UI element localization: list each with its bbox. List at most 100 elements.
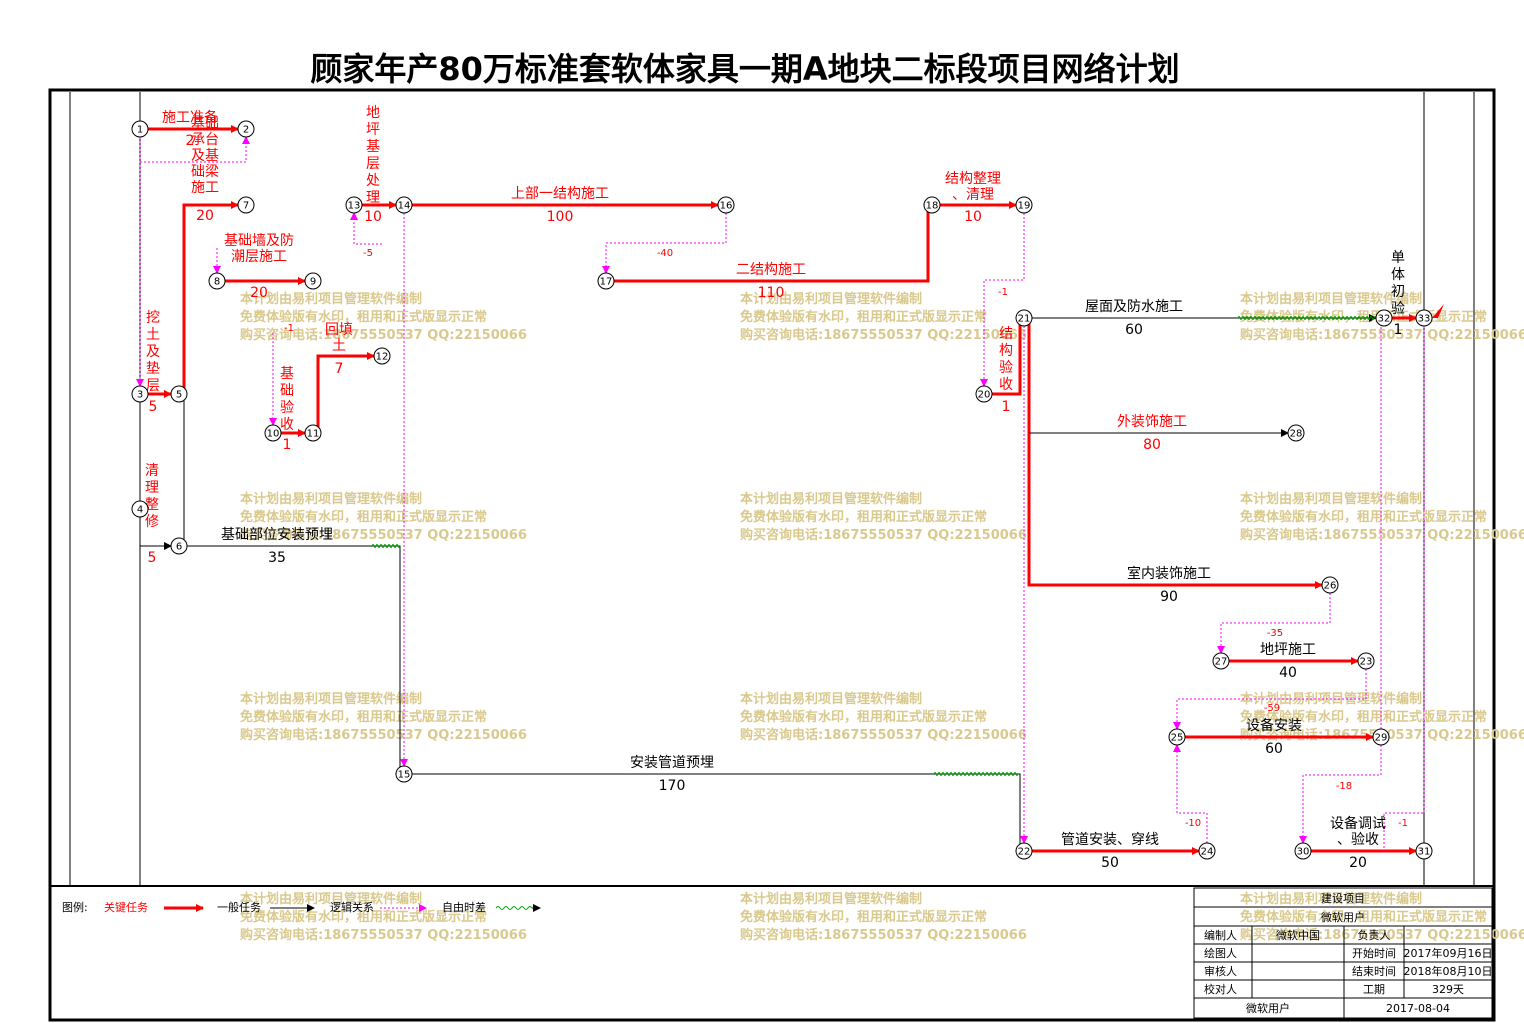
node-circle xyxy=(304,424,322,442)
watermark-text: 购买咨询电话:18675550537 QQ:22150066 xyxy=(240,927,527,943)
end-flag-icon xyxy=(1432,304,1444,318)
task-name: 、清理 xyxy=(952,187,994,203)
node-number: 2 xyxy=(243,125,249,136)
node-number: 18 xyxy=(926,201,939,212)
info-compiler-value: 微软中国 xyxy=(1276,928,1320,942)
task-duration: 2 xyxy=(186,133,195,149)
page-title: 顾家年产80万标准套软体家具一期A地块二标段项目网络计划 xyxy=(310,50,1179,88)
task-duration: 10 xyxy=(964,209,982,225)
node-circle xyxy=(1168,728,1186,746)
watermark-text: 本计划由易利项目管理软件编制 xyxy=(240,291,422,307)
task-duration: 40 xyxy=(1279,665,1297,681)
node-29: 29 xyxy=(1372,728,1390,746)
node-21: 21 xyxy=(1015,309,1033,327)
task-name: 基础 xyxy=(191,115,219,132)
watermark-text: 本计划由易利项目管理软件编制 xyxy=(240,491,422,507)
watermark-text: 免费体验版有水印，租用和正式版显示正常 xyxy=(1240,909,1487,925)
task-name: 设备安装 xyxy=(1246,717,1302,734)
task-name: 体 xyxy=(1391,267,1405,283)
normal-arrow xyxy=(179,394,185,547)
watermark-text: 购买咨询电话:18675550537 QQ:22150066 xyxy=(240,527,527,543)
task-name: 承台 xyxy=(191,132,219,148)
logic-link xyxy=(1173,744,1208,851)
task-name: 施工 xyxy=(191,180,219,196)
info-footer-date: 2017-08-04 xyxy=(1386,1002,1450,1015)
node-circle xyxy=(131,500,149,518)
task-name: 础梁 xyxy=(191,164,219,180)
node-circle xyxy=(923,196,941,214)
task-name: 垫 xyxy=(146,361,160,377)
watermark-text: 本计划由易利项目管理软件编制 xyxy=(1240,491,1422,507)
watermark-text: 免费体验版有水印，租用和正式版显示正常 xyxy=(1240,709,1487,725)
node-number: 26 xyxy=(1324,581,1337,592)
logic-link xyxy=(1299,737,1382,844)
node-circle xyxy=(597,272,615,290)
node-number: 11 xyxy=(307,429,320,440)
task-duration: 20 xyxy=(250,285,268,301)
task-name: 设备调试 xyxy=(1330,815,1386,832)
watermark-text: 免费体验版有水印，租用和正式版显示正常 xyxy=(740,909,987,925)
task-name: 上部一结构施工 xyxy=(511,186,609,202)
legend-logic-label: 逻辑关系 xyxy=(330,900,374,914)
node-17: 17 xyxy=(597,272,615,290)
task-name: 外装饰施工 xyxy=(1117,414,1187,430)
info-table: 建设项目 微软用户 编制人 微软中国 负责人 绘图人 开始时间 2017年09月… xyxy=(1193,887,1493,1019)
node-10: 10 xyxy=(264,424,282,442)
node-circle xyxy=(208,272,226,290)
node-28: 28 xyxy=(1287,424,1305,442)
node-circle xyxy=(1198,842,1216,860)
info-project-label: 建设项目 xyxy=(1321,891,1365,905)
node-number: 29 xyxy=(1375,733,1388,744)
legend-critical-label: 关键任务 xyxy=(104,900,148,914)
logic-link xyxy=(140,136,250,163)
task-duration: 20 xyxy=(196,208,214,224)
task-name: 收 xyxy=(280,417,294,433)
task-duration: 50 xyxy=(1101,855,1119,871)
lag-label: -35 xyxy=(1267,628,1283,639)
node-11: 11 xyxy=(304,424,322,442)
info-reviewer-label: 审核人 xyxy=(1204,964,1237,978)
task-name: 及 xyxy=(146,344,160,360)
task-name: 构 xyxy=(999,343,1013,359)
node-number: 13 xyxy=(348,201,361,212)
task-name: 挖 xyxy=(146,310,160,326)
node-3: 3 xyxy=(131,385,149,403)
free-float-wave xyxy=(1237,316,1379,320)
task-name: 础 xyxy=(280,383,294,399)
task-name: 回填 xyxy=(325,322,353,338)
normal-arrow xyxy=(404,773,1023,855)
lag-label: -1 xyxy=(998,287,1008,298)
critical-arrow xyxy=(313,352,375,435)
node-33: 33 xyxy=(1415,309,1433,327)
task-duration: 5 xyxy=(148,550,157,566)
node-circle xyxy=(131,385,149,403)
info-checker-label: 校对人 xyxy=(1204,982,1237,996)
node-circle xyxy=(975,385,993,403)
legend-normal-label: 一般任务 xyxy=(217,901,261,914)
node-number: 8 xyxy=(214,277,220,288)
legend-float-label: 自由时差 xyxy=(442,900,486,914)
task-duration: 100 xyxy=(547,209,574,225)
task-duration: 90 xyxy=(1160,589,1178,605)
lag-label: -5 xyxy=(363,248,373,259)
watermark-text: 免费体验版有水印，租用和正式版显示正常 xyxy=(740,509,987,525)
node-number: 33 xyxy=(1418,314,1431,325)
watermark-text: 本计划由易利项目管理软件编制 xyxy=(740,491,922,507)
task-name: 理 xyxy=(366,190,380,206)
task-name: 施工准备 xyxy=(162,109,218,126)
watermark-text: 购买咨询电话:18675550537 QQ:22150066 xyxy=(240,727,527,743)
info-duration-label: 工期 xyxy=(1363,983,1385,996)
node-22: 22 xyxy=(1015,842,1033,860)
lag-label: -18 xyxy=(1336,781,1352,792)
watermark-text: 免费体验版有水印，租用和正式版显示正常 xyxy=(240,309,487,325)
node-number: 32 xyxy=(1378,314,1391,325)
task-name: 结 xyxy=(999,326,1013,342)
node-circle xyxy=(717,196,735,214)
lag-group: -5-40-1-1-35-59-18-10-1 xyxy=(284,248,1408,829)
logic-link xyxy=(602,205,727,274)
watermark-text: 本计划由易利项目管理软件编制 xyxy=(240,691,422,707)
task-duration: 7 xyxy=(335,361,344,377)
watermark-text: 购买咨询电话:18675550537 QQ:22150066 xyxy=(1240,927,1524,943)
logic-link xyxy=(1173,661,1367,730)
